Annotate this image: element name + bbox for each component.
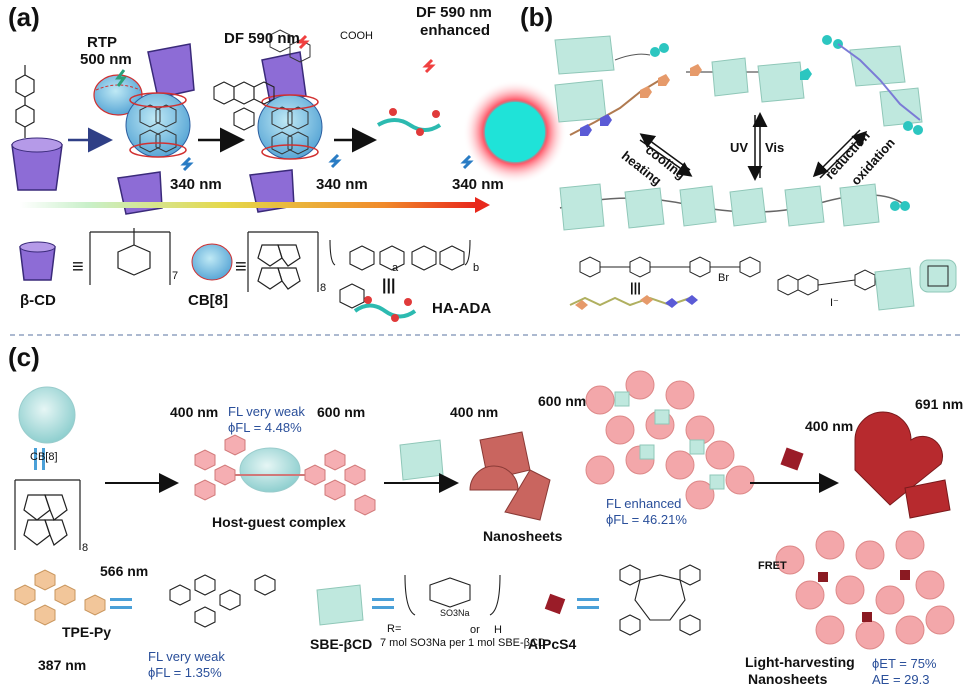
excitation-387: 387 nm — [38, 657, 87, 673]
ha-ada-chain — [376, 118, 442, 132]
excitation-340-2: 340 nm — [316, 176, 368, 193]
h-label: H — [494, 624, 502, 636]
rhodamine-structure — [213, 81, 275, 131]
phi-fl-135: ϕFL = 1.35% — [148, 665, 222, 680]
or-label: or — [470, 624, 480, 636]
host-guest-complex — [194, 434, 376, 516]
nanosheets-label: Nanosheets — [483, 528, 563, 544]
excitation-340-3: 340 nm — [452, 176, 504, 193]
light-harvesting-label-1: Light-harvesting — [745, 654, 855, 670]
emission-600-2: 600 nm — [538, 393, 587, 409]
legend-cb8-icon — [191, 243, 233, 281]
nanosheet-shapes — [469, 431, 551, 521]
sbe-bcd-shape — [316, 584, 364, 626]
alpcs4-icon — [544, 593, 566, 615]
excitation-400-3: 400 nm — [805, 418, 854, 434]
panel-label-c: (c) — [8, 342, 40, 372]
bromide-label: Br — [718, 272, 729, 284]
legend-beta-cd-structure — [89, 228, 171, 285]
cb8-label-c: CB[8] — [30, 451, 58, 463]
cooh-label: COOH — [340, 30, 373, 42]
emission-691: 691 nm — [915, 396, 964, 412]
excitation-400-1: 400 nm — [170, 404, 219, 420]
tpe-py-label: TPE-Py — [62, 624, 112, 640]
panel-c-graphics — [14, 370, 955, 650]
legend-beta-cd-label: β-CD — [20, 292, 56, 309]
sbe-bcd-label: SBE-βCD — [310, 636, 373, 652]
legend-equiv-2: ≡ — [235, 256, 247, 278]
phi-fl-4621: ϕFL = 46.21% — [606, 512, 687, 527]
excitation-340-1: 340 nm — [170, 176, 222, 193]
rtp-label: RTP — [87, 34, 117, 51]
fret-label: FRET — [758, 560, 787, 572]
beta-cd-subscript: 7 — [172, 270, 179, 282]
light-harvesting-label-2: Nanosheets — [748, 671, 828, 687]
uv-label: UV — [730, 140, 749, 155]
fl-very-weak-1: FL very weak — [228, 404, 305, 419]
panel-label-b: (b) — [520, 2, 554, 32]
nanosheet-assembly — [585, 370, 755, 510]
alpcs4-label: AlPcS4 — [528, 636, 577, 652]
excitation-400-2: 400 nm — [450, 404, 499, 420]
df-enhanced-line2: enhanced — [420, 22, 491, 39]
ternary-complex-1 — [117, 43, 195, 215]
cb8-sphere — [18, 386, 76, 444]
df-590-label: DF 590 nm — [224, 30, 300, 47]
legend-ha-ada-structure — [329, 239, 471, 309]
gradient-arrow-bar — [20, 202, 475, 208]
cb8-subscript: 8 — [320, 282, 327, 294]
df-enhanced-line1: DF 590 nm — [416, 4, 492, 21]
r-equals: R= — [387, 623, 402, 635]
legend-cb8-label: CB[8] — [188, 292, 228, 309]
ha-ada-label: HA-ADA — [432, 300, 492, 317]
host-guest-complex-label: Host-guest complex — [212, 514, 346, 530]
panel-b-graphics — [554, 35, 957, 311]
fl-very-weak-2: FL very weak — [148, 649, 225, 664]
emission-566: 566 nm — [100, 563, 149, 579]
ha-sub-a: a — [392, 262, 399, 274]
viologen-guest-molecule — [15, 65, 35, 138]
fl-enhanced-label: FL enhanced — [606, 496, 682, 511]
phi-fl-448: ϕFL = 4.48% — [228, 420, 302, 435]
phi-et-75: ϕET = 75% — [872, 656, 937, 671]
alpcs4-cube — [780, 447, 804, 471]
panel-a-graphics — [11, 29, 567, 322]
b-equiv: ||| — [630, 280, 641, 295]
ae-value: AE = 29.3 — [872, 672, 930, 687]
tpe-py-shape — [14, 569, 106, 626]
sbe-substitution-note: 7 mol SO3Na per 1 mol SBE-βCD — [380, 637, 546, 649]
light-harvesting-assembly — [775, 530, 955, 650]
ha-sub-b: b — [473, 262, 480, 274]
emission-600-1: 600 nm — [317, 404, 366, 420]
so3na-label: SO3Na — [440, 608, 470, 618]
light-harvesting-shapes — [854, 411, 951, 519]
legend-cb8-structure — [247, 231, 319, 292]
vis-label: Vis — [765, 140, 785, 155]
legend-equiv-1: ≡ — [72, 256, 84, 278]
cb8-subscript-c: 8 — [82, 542, 89, 554]
ternary-complex-2 — [249, 29, 323, 213]
panel-label-a: (a) — [8, 2, 40, 32]
ha-ada-equiv: ||| — [382, 277, 396, 294]
iodide-label: I⁻ — [830, 297, 839, 309]
rtp-wavelength: 500 nm — [80, 51, 132, 68]
